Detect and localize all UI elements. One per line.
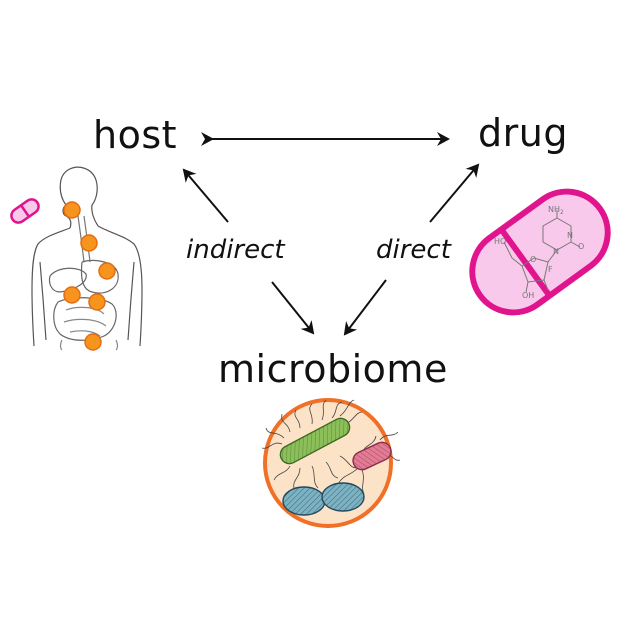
mol-n-bottom: N xyxy=(553,247,559,256)
microbe-dish-icon xyxy=(261,398,401,528)
mol-o-ring: O xyxy=(530,255,536,264)
mol-oh: OH xyxy=(522,291,534,300)
drug-capsule-icon xyxy=(469,188,611,316)
mol-ho: HO xyxy=(494,237,506,246)
organ-dots xyxy=(63,201,116,351)
arrow-direct-to-microbiome xyxy=(343,279,387,336)
small-pill-icon xyxy=(10,198,40,224)
direct-label: direct xyxy=(376,235,451,265)
microbiome-label: microbiome xyxy=(218,347,448,391)
human-body-icon xyxy=(31,166,143,351)
indirect-label: indirect xyxy=(186,235,285,265)
host-label: host xyxy=(93,113,178,157)
arrow-indirect-to-microbiome xyxy=(271,281,315,335)
mol-nh2: NH2 xyxy=(548,205,564,216)
mol-n-top: N xyxy=(567,231,573,240)
mol-o-carbonyl: O xyxy=(578,242,584,251)
molecule-structure xyxy=(503,210,581,293)
arrow-indirect-to-host xyxy=(182,168,229,223)
drug-label: drug xyxy=(478,111,568,155)
mol-f: F xyxy=(548,265,553,274)
arrow-direct-to-drug xyxy=(429,163,480,223)
molecule-labels: NH2 N N O HO O F OH xyxy=(494,205,584,300)
